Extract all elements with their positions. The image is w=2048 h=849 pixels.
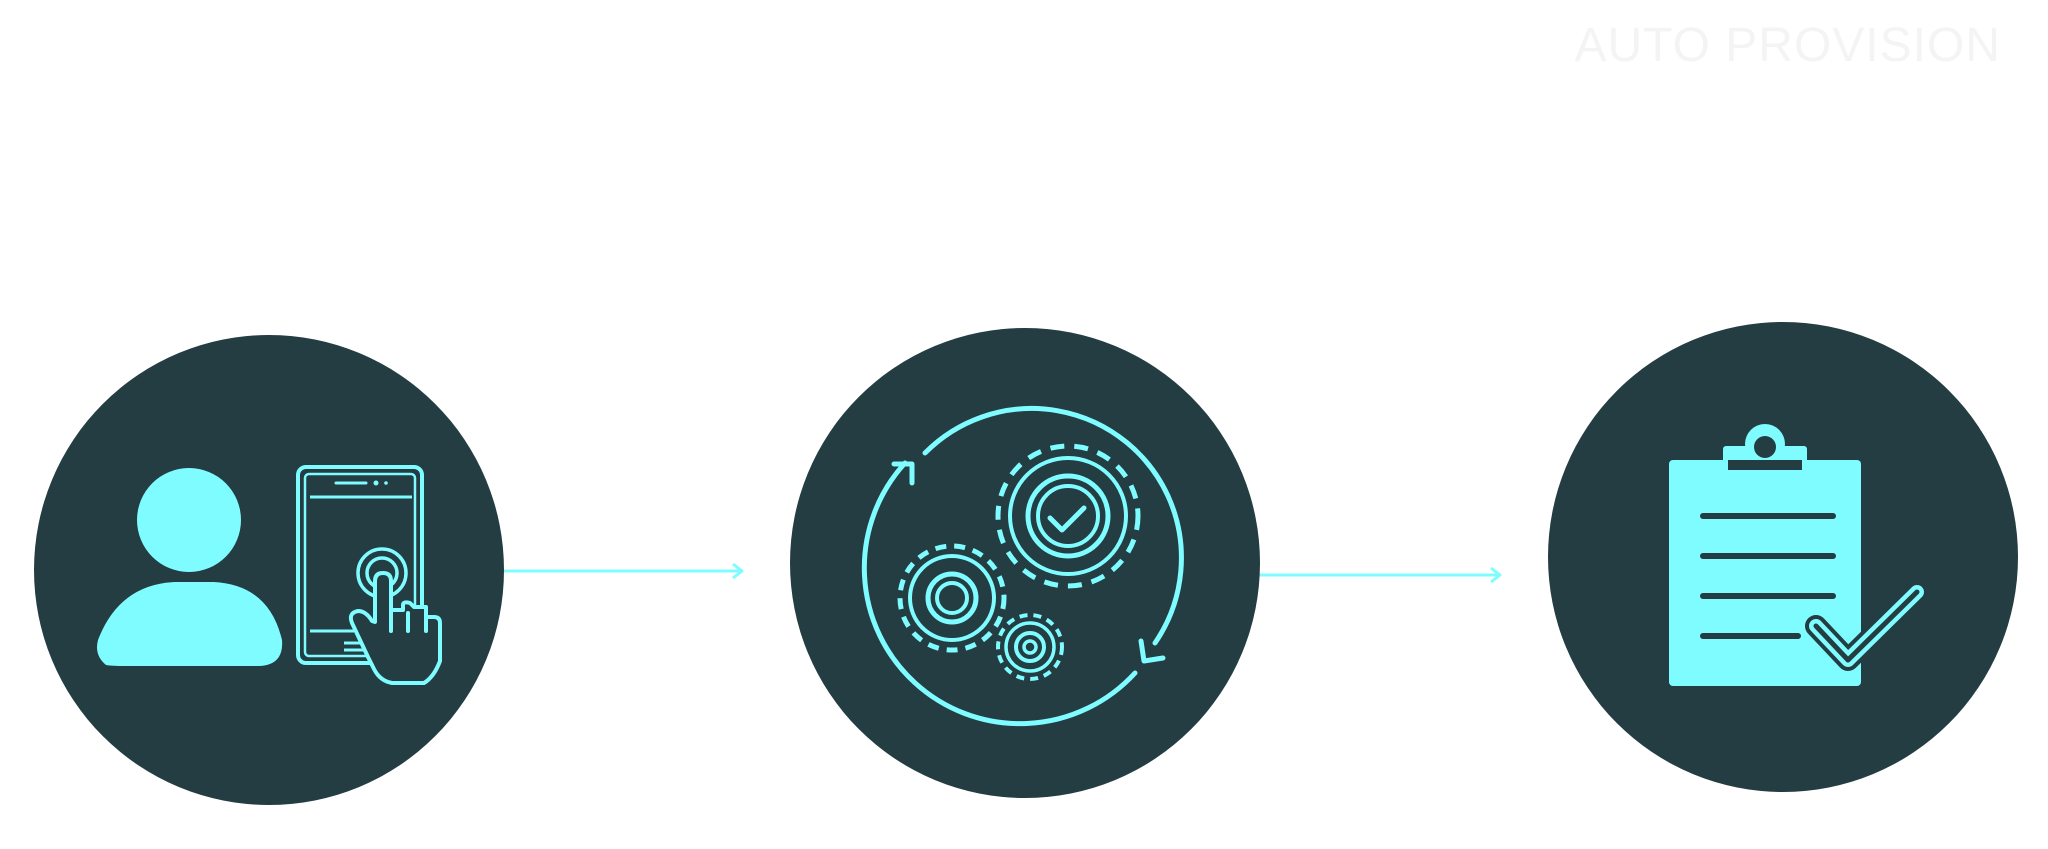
arrow-step1-to-step2: [504, 562, 744, 580]
gears-cycle-icon: [861, 405, 1184, 727]
arrow-step2-to-step3: [1260, 566, 1502, 584]
page-title: AUTO PROVISION: [1574, 19, 2001, 72]
user-touch-device-icon: [97, 465, 442, 685]
step-1-circle: [34, 335, 504, 805]
step-3-circle: [1548, 322, 2018, 792]
step-2-circle: [790, 328, 1260, 798]
clipboard-check-icon: [1669, 424, 1928, 686]
